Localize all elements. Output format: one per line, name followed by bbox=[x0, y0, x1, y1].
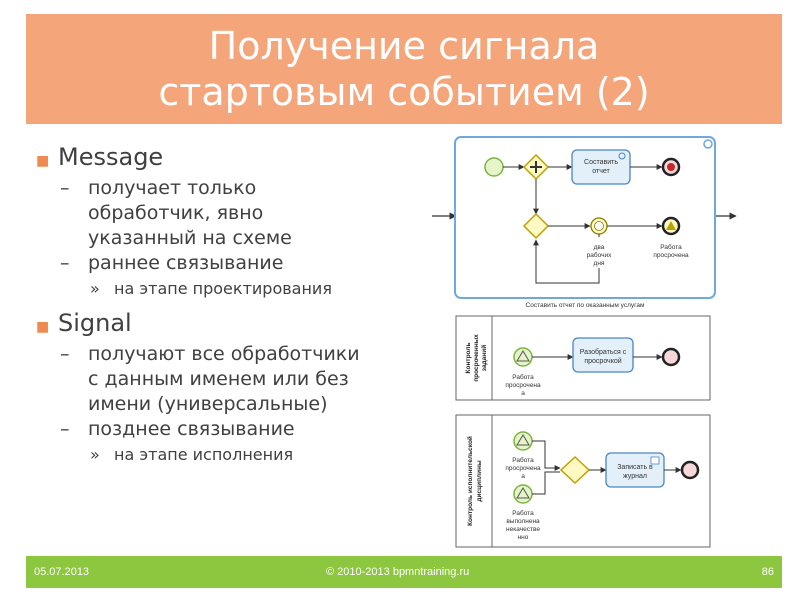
sub-bullet-line: с данным именем или без bbox=[88, 368, 349, 390]
event-label: некачестве bbox=[506, 526, 540, 533]
signal-label: просрочена bbox=[653, 252, 689, 259]
sub-bullet: – раннее связывание bbox=[60, 251, 456, 276]
sub-bullet-text: получает только обработчик, явно указанн… bbox=[88, 176, 292, 251]
task-label: Составить bbox=[584, 159, 618, 166]
bullet-label: Signal bbox=[58, 309, 132, 337]
event-label: Работа bbox=[512, 456, 534, 464]
signal-triangle-icon bbox=[516, 487, 530, 499]
slide-number: 86 bbox=[761, 566, 774, 578]
task-label: журнал bbox=[623, 473, 647, 480]
pool-box bbox=[455, 414, 711, 548]
footer-copyright: © 2010-2013 bpmntraining.ru bbox=[326, 566, 470, 578]
signal-triangle-icon bbox=[516, 434, 530, 446]
timer-label: два bbox=[594, 244, 605, 251]
event-label: нно bbox=[518, 534, 529, 541]
end-event-fill bbox=[667, 163, 675, 171]
svg-text:а: а bbox=[521, 473, 525, 480]
diagram-signal-lane2: Контроль исполнительской дисциплины Рабо… bbox=[455, 414, 711, 548]
event-label: просрочена bbox=[505, 465, 541, 472]
sub-sub-bullet-marker: » bbox=[90, 445, 100, 464]
lane-label: дисциплины bbox=[476, 460, 483, 502]
task-label: Разобраться с bbox=[580, 348, 627, 356]
sub-bullet-text: получают все обработчики с данным именем… bbox=[88, 342, 360, 417]
lane-label: Контроль исполнительской bbox=[466, 436, 474, 526]
sub-bullet-line: имени (универсальные) bbox=[88, 393, 328, 415]
signal-triangle-icon bbox=[666, 221, 676, 230]
title-bar: Получение сигнала стартовым событием (2) bbox=[26, 14, 782, 124]
sub-bullet-marker: – bbox=[60, 177, 70, 199]
start-event-icon bbox=[484, 157, 504, 177]
lane-label: Контроль bbox=[465, 343, 472, 374]
sub-sub-bullet-line: на этапе проектирования bbox=[114, 279, 332, 298]
bullet-marker: ■ bbox=[36, 319, 50, 335]
task-label: отчет bbox=[592, 168, 610, 175]
lane-label: просроченных bbox=[473, 334, 480, 382]
sub-sub-bullet: » на этапе проектирования bbox=[90, 276, 456, 302]
event-gateway-icon bbox=[522, 212, 550, 240]
sub-bullet-marker: – bbox=[60, 252, 70, 274]
timer-clock-icon bbox=[594, 221, 604, 231]
sub-bullet-marker: – bbox=[60, 418, 70, 440]
end-event-icon bbox=[680, 460, 700, 480]
sub-bullet-marker: – bbox=[60, 343, 70, 365]
bullet-label: Message bbox=[58, 143, 164, 171]
slide-title-line-1: Получение сигнала bbox=[208, 24, 600, 68]
subprocess-caption: Составить отчет по оказанным услугам bbox=[526, 302, 645, 309]
end-event-icon bbox=[661, 347, 681, 367]
event-label: Работа bbox=[512, 373, 534, 381]
diagram-message: Составить отчет два рабочих дня Работа п… bbox=[432, 136, 737, 309]
lane-label: заданий bbox=[480, 345, 488, 371]
event-label: Работа bbox=[512, 509, 534, 517]
bullet-marker: ■ bbox=[36, 153, 50, 169]
footer-bar: 05.07.2013 © 2010-2013 bpmntraining.ru 8… bbox=[26, 556, 782, 588]
task-compose-report bbox=[571, 149, 631, 185]
signal-triangle-icon bbox=[516, 350, 530, 362]
diagram-signal-lane1: Контроль просроченных заданий Работа про… bbox=[455, 315, 711, 401]
sub-sub-bullet-line: на этапе исполнения bbox=[114, 445, 294, 464]
signal-label: Работа bbox=[660, 243, 682, 251]
sub-bullet: – позднее связывание bbox=[60, 417, 456, 442]
sub-sub-bullet-marker: » bbox=[90, 279, 100, 298]
sub-bullet-line: позднее связывание bbox=[88, 418, 295, 440]
subprocess-box bbox=[454, 136, 716, 299]
footer-date: 05.07.2013 bbox=[34, 566, 90, 578]
task-label: просрочкой bbox=[584, 357, 621, 365]
bullet-signal: ■ Signal bbox=[36, 308, 456, 342]
slide-title-line-2: стартовым событием (2) bbox=[158, 70, 650, 114]
bullet-message: ■ Message bbox=[36, 142, 456, 176]
boundary-event-icon bbox=[703, 139, 713, 149]
timer-label: дня bbox=[594, 260, 605, 267]
bullet-list: ■ Message – получает только обработчик, … bbox=[36, 140, 456, 468]
task-label: Записать в bbox=[617, 464, 653, 471]
sub-bullet-line: получают все обработчики bbox=[88, 343, 360, 365]
user-task-icon bbox=[618, 152, 626, 160]
sub-bullet-line: получает только bbox=[88, 177, 257, 199]
task-handle-overdue bbox=[572, 337, 634, 373]
sub-bullet-line: указанный на схеме bbox=[88, 227, 292, 249]
event-label: просрочена bbox=[505, 382, 541, 389]
svg-text:а: а bbox=[521, 390, 525, 397]
script-task-icon bbox=[650, 456, 660, 465]
event-label: выполнена bbox=[506, 518, 540, 525]
sub-sub-bullet: » на этапе исполнения bbox=[90, 442, 456, 468]
sub-bullet-line: обработчик, явно bbox=[88, 202, 264, 224]
sub-bullet: – получают все обработчики с данным имен… bbox=[60, 342, 456, 417]
timer-label: рабочих bbox=[587, 251, 612, 259]
exclusive-gateway-icon bbox=[559, 455, 591, 485]
sub-bullet-line: раннее связывание bbox=[88, 252, 284, 274]
sub-bullet: – получает только обработчик, явно указа… bbox=[60, 176, 456, 251]
